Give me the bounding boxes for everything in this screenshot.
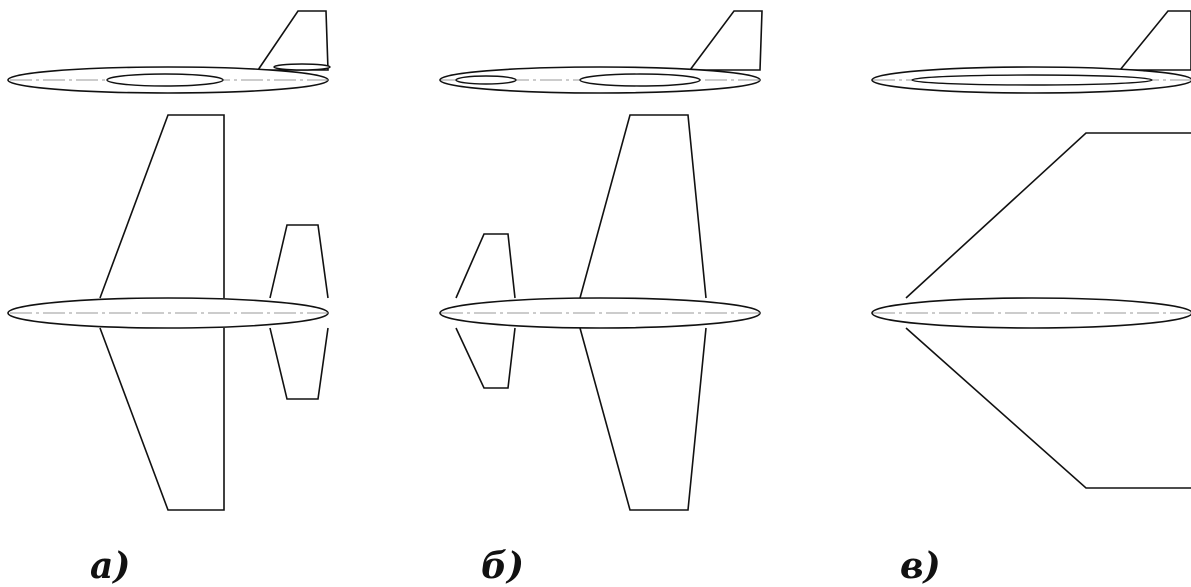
variant-b-vertical-tail — [688, 10, 763, 71]
variant-a-plan-view — [7, 114, 329, 511]
variant-c-plan-view — [871, 132, 1191, 489]
variant-c — [871, 10, 1191, 489]
variant-a-wing-upper — [99, 114, 225, 299]
variant-a-wing-lower — [99, 327, 225, 511]
variant-c-vertical-tail — [1118, 10, 1191, 71]
variant-a-side-view — [7, 10, 331, 94]
variant-b-canard-lower — [455, 327, 516, 389]
caption-variant-c: в) — [900, 545, 941, 587]
variant-b-side-view — [439, 10, 763, 94]
caption-variant-b: б) — [481, 545, 525, 587]
variant-b-plan-view — [439, 114, 761, 511]
variant-b — [439, 10, 763, 511]
variant-b-wing-upper — [579, 114, 707, 299]
variant-a-side-wing-section — [106, 73, 224, 87]
variant-a-side-tail-section — [273, 63, 331, 71]
variant-a-vertical-tail — [256, 10, 329, 71]
variant-c-wing-lower — [905, 327, 1191, 489]
variant-b-canard-upper — [455, 233, 516, 299]
variant-a — [7, 10, 331, 511]
variant-b-side-canard-section — [455, 75, 517, 85]
variant-a-tail-lower — [269, 327, 329, 400]
variant-b-side-wing-section — [579, 73, 701, 87]
variant-b-wing-lower — [579, 327, 707, 511]
variant-c-side-wing-section — [911, 74, 1153, 86]
caption-variant-a: а) — [90, 545, 131, 587]
variant-c-wing-upper — [905, 132, 1191, 299]
variant-a-tail-upper — [269, 224, 329, 299]
variant-c-side-view — [871, 10, 1191, 94]
